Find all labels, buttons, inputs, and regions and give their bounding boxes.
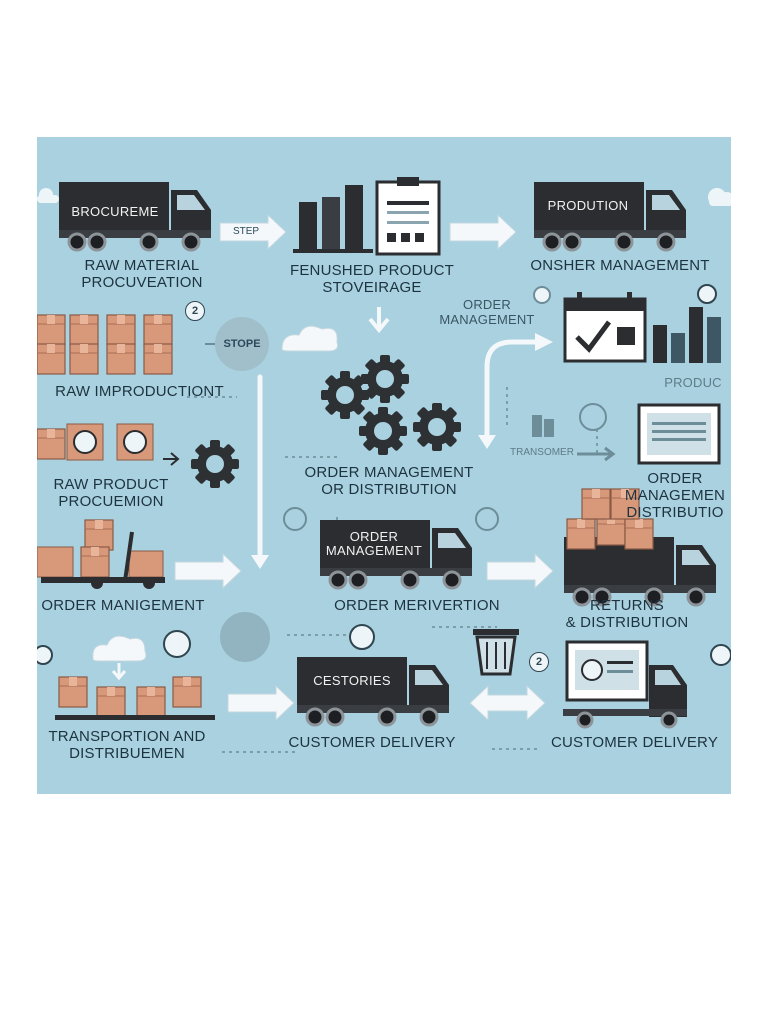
- stope-badge: [205, 317, 269, 371]
- arrow-label: STEP: [232, 226, 260, 237]
- info-icon: [533, 286, 551, 304]
- label-customer-delivery: CUSTOMER DELIVERY: [550, 734, 719, 751]
- label-order-merivertion: ORDER MERIVERTION: [334, 597, 500, 614]
- truck-label: PRODUTION: [547, 198, 629, 213]
- label-returns-distribution: RETURNS & DISTRIBUTION: [565, 597, 689, 631]
- gear-cluster: [321, 355, 461, 455]
- truck-label: ORDER MANAGEMENT: [325, 529, 423, 558]
- dotted-lines: [187, 387, 598, 753]
- label-order-management-top: ORDER MANAGEMENT: [439, 297, 535, 327]
- bar-chart-icon: [653, 307, 721, 363]
- label-finished-product: FENUSHED PRODUCT STOVEIRAGE: [289, 262, 455, 296]
- clipboard-icon: [375, 177, 441, 256]
- badge-icon: [220, 612, 270, 662]
- coin-boxes: [37, 423, 154, 461]
- clipboard-truck-icon: [563, 640, 687, 729]
- arrow-right-icon: [449, 214, 517, 250]
- step-number-badge: 2: [529, 652, 549, 672]
- arrow-right-icon: [486, 553, 554, 589]
- arrow-label: TRANSOMER: [510, 447, 574, 458]
- label-produc: PRODUC: [664, 375, 722, 390]
- info-icon: [697, 284, 717, 304]
- arrow-right-icon: [174, 553, 242, 589]
- arrow-down-icon: [368, 307, 390, 334]
- box-stack: [37, 314, 173, 375]
- label-raw-material: RAW MATERIAL PROCUVEATION: [81, 257, 203, 291]
- arrow-label: STOPE: [223, 338, 261, 350]
- gear-icon: [191, 440, 239, 488]
- label-customer-delivery: CUSTOMER DELIVERY: [288, 734, 456, 751]
- double-arrow-icon: [469, 684, 546, 722]
- small-buildings-icon: [532, 415, 554, 437]
- truck-icon: [295, 655, 451, 727]
- monitor-icon: [637, 403, 721, 465]
- truck-label: CESTORIES: [313, 673, 391, 688]
- label-onsher-management: ONSHER MANAGEMENT: [530, 257, 710, 274]
- diagram-panel: BROCUREME PRODUTION ORDER MANAGEMENT CES…: [37, 137, 731, 794]
- cloud-icon: [281, 325, 339, 352]
- tools-icon: [163, 630, 191, 658]
- label-order-management-distribution: ORDER MANAGEMENT OR DISTRIBUTION: [304, 464, 474, 498]
- label-order-manigement: ORDER MANIGEMENT: [41, 597, 205, 614]
- tools-icon: [349, 624, 375, 650]
- arrow-right-icon: [227, 685, 295, 721]
- calendar-icon: [563, 292, 647, 363]
- box-row: [55, 676, 215, 720]
- step-number-badge: 2: [185, 301, 205, 321]
- label-raw-improduction: RAW IMPRODUCTIONT: [55, 383, 224, 400]
- truck-label: BROCUREME: [71, 204, 159, 219]
- truck-icon: [532, 180, 688, 252]
- label-order-management-right: ORDER MANAGEMEN DISTRIBUTIO: [624, 470, 726, 521]
- cloud-icon: [708, 188, 731, 206]
- forklift-icon: [37, 519, 165, 589]
- trash-icon: [473, 629, 519, 676]
- clock-icon: [579, 403, 607, 431]
- label-transportion: TRANSPORTION AND DISTRIBUEMEN: [48, 728, 206, 762]
- cloud-icon: [92, 635, 147, 662]
- label-raw-product: RAW PRODUCT PROCUEMION: [53, 476, 169, 510]
- cloud-icon: [37, 188, 59, 203]
- factory-icon: [293, 185, 373, 253]
